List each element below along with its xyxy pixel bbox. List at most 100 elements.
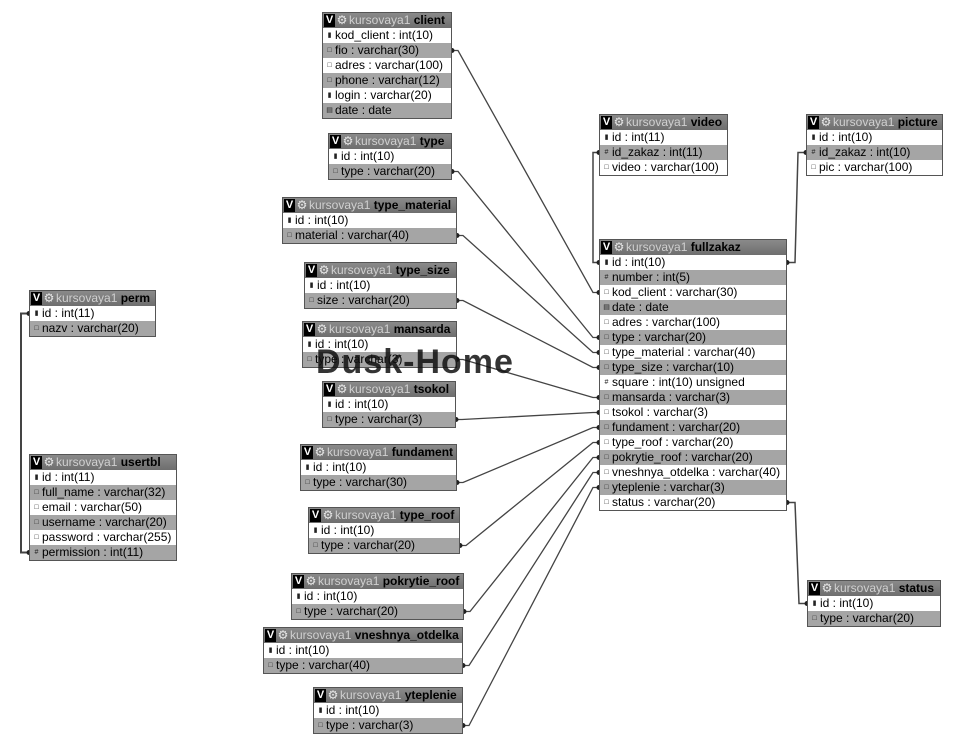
field-row[interactable]: □adres : varchar(100) bbox=[600, 315, 786, 330]
table-header[interactable]: V⚙kursovaya1 mansarda bbox=[303, 322, 456, 337]
gear-icon[interactable]: ⚙ bbox=[43, 455, 55, 469]
field-row[interactable]: ▮id : int(10) bbox=[314, 703, 462, 718]
collapse-toggle-icon[interactable]: V bbox=[601, 116, 612, 129]
collapse-toggle-icon[interactable]: V bbox=[293, 575, 304, 588]
field-row[interactable]: □type : varchar(20) bbox=[309, 538, 459, 553]
table-header[interactable]: V⚙kursovaya1 type_size bbox=[305, 263, 456, 278]
field-row[interactable]: □type : varchar(20) bbox=[292, 604, 463, 619]
collapse-toggle-icon[interactable]: V bbox=[31, 292, 42, 305]
field-row[interactable]: ▮id : int(10) bbox=[303, 337, 456, 352]
collapse-toggle-icon[interactable]: V bbox=[601, 241, 612, 254]
gear-icon[interactable]: ⚙ bbox=[322, 508, 334, 522]
table-client[interactable]: V⚙kursovaya1 client▮kod_client : int(10)… bbox=[322, 12, 452, 119]
field-row[interactable]: ▮id : int(11) bbox=[600, 130, 727, 145]
gear-icon[interactable]: ⚙ bbox=[327, 688, 339, 702]
table-video[interactable]: V⚙kursovaya1 video▮id : int(11)#id_zakaz… bbox=[599, 114, 728, 176]
table-header[interactable]: V⚙kursovaya1 client bbox=[323, 13, 451, 28]
table-header[interactable]: V⚙kursovaya1 type bbox=[329, 134, 451, 149]
gear-icon[interactable]: ⚙ bbox=[820, 115, 832, 129]
field-row[interactable]: □type_size : varchar(10) bbox=[600, 360, 786, 375]
field-row[interactable]: □type : varchar(20) bbox=[329, 164, 451, 179]
table-type[interactable]: V⚙kursovaya1 type▮id : int(10)□type : va… bbox=[328, 133, 452, 180]
gear-icon[interactable]: ⚙ bbox=[613, 115, 625, 129]
gear-icon[interactable]: ⚙ bbox=[336, 382, 348, 396]
field-row[interactable]: □status : varchar(20) bbox=[600, 495, 786, 510]
field-row[interactable]: □vneshnya_otdelka : varchar(40) bbox=[600, 465, 786, 480]
field-row[interactable]: ▮id : int(10) bbox=[292, 589, 463, 604]
field-row[interactable]: □type_material : varchar(40) bbox=[600, 345, 786, 360]
field-row[interactable]: ▮id : int(10) bbox=[323, 397, 455, 412]
field-row[interactable]: □full_name : varchar(32) bbox=[30, 485, 176, 500]
table-fullzakaz[interactable]: V⚙kursovaya1 fullzakaz▮id : int(10)#numb… bbox=[599, 239, 787, 511]
field-row[interactable]: ▮id : int(10) bbox=[329, 149, 451, 164]
field-row[interactable]: □material : varchar(40) bbox=[283, 228, 456, 243]
field-row[interactable]: ▮id : int(10) bbox=[808, 596, 940, 611]
collapse-toggle-icon[interactable]: V bbox=[310, 509, 321, 522]
field-row[interactable]: □fundament : varchar(20) bbox=[600, 420, 786, 435]
table-vneshnya-otdelka[interactable]: V⚙kursovaya1 vneshnya_otdelka▮id : int(1… bbox=[263, 627, 463, 674]
gear-icon[interactable]: ⚙ bbox=[296, 198, 308, 212]
field-row[interactable]: □username : varchar(20) bbox=[30, 515, 176, 530]
collapse-toggle-icon[interactable]: V bbox=[324, 14, 335, 27]
collapse-toggle-icon[interactable]: V bbox=[315, 689, 326, 702]
field-row[interactable]: ▮id : int(10) bbox=[301, 460, 456, 475]
field-row[interactable]: ▤date : date bbox=[323, 103, 451, 118]
field-row[interactable]: □pokrytie_roof : varchar(20) bbox=[600, 450, 786, 465]
field-row[interactable]: □phone : varchar(12) bbox=[323, 73, 451, 88]
table-header[interactable]: V⚙kursovaya1 type_roof bbox=[309, 508, 459, 523]
table-tsokol[interactable]: V⚙kursovaya1 tsokol▮id : int(10)□type : … bbox=[322, 381, 456, 428]
field-row[interactable]: ▮id : int(10) bbox=[305, 278, 456, 293]
gear-icon[interactable]: ⚙ bbox=[316, 322, 328, 336]
table-perm[interactable]: V⚙kursovaya1 perm▮id : int(11)□nazv : va… bbox=[29, 290, 156, 337]
field-row[interactable]: □fio : varchar(30) bbox=[323, 43, 451, 58]
gear-icon[interactable]: ⚙ bbox=[342, 134, 354, 148]
collapse-toggle-icon[interactable]: V bbox=[31, 456, 42, 469]
field-row[interactable]: ▮login : varchar(20) bbox=[323, 88, 451, 103]
table-header[interactable]: V⚙kursovaya1 type_material bbox=[283, 198, 456, 213]
field-row[interactable]: #permission : int(11) bbox=[30, 545, 176, 560]
table-header[interactable]: V⚙kursovaya1 fundament bbox=[301, 445, 456, 460]
table-header[interactable]: V⚙kursovaya1 picture bbox=[807, 115, 942, 130]
table-header[interactable]: V⚙kursovaya1 pokrytie_roof bbox=[292, 574, 463, 589]
collapse-toggle-icon[interactable]: V bbox=[808, 116, 819, 129]
field-row[interactable]: ▮id : int(11) bbox=[30, 470, 176, 485]
table-header[interactable]: V⚙kursovaya1 status bbox=[808, 581, 940, 596]
field-row[interactable]: #id_zakaz : int(11) bbox=[600, 145, 727, 160]
field-row[interactable]: □video : varchar(100) bbox=[600, 160, 727, 175]
table-header[interactable]: V⚙kursovaya1 tsokol bbox=[323, 382, 455, 397]
field-row[interactable]: □type : varchar(20) bbox=[600, 330, 786, 345]
field-row[interactable]: #number : int(5) bbox=[600, 270, 786, 285]
collapse-toggle-icon[interactable]: V bbox=[809, 582, 820, 595]
field-row[interactable]: □kod_client : varchar(30) bbox=[600, 285, 786, 300]
gear-icon[interactable]: ⚙ bbox=[318, 263, 330, 277]
table-header[interactable]: V⚙kursovaya1 vneshnya_otdelka bbox=[264, 628, 462, 643]
field-row[interactable]: □type : varchar(3) bbox=[303, 352, 456, 367]
gear-icon[interactable]: ⚙ bbox=[314, 445, 326, 459]
field-row[interactable]: #id_zakaz : int(10) bbox=[807, 145, 942, 160]
field-row[interactable]: □type : varchar(3) bbox=[323, 412, 455, 427]
field-row[interactable]: □type : varchar(40) bbox=[264, 658, 462, 673]
field-row[interactable]: □nazv : varchar(20) bbox=[30, 321, 155, 336]
field-row[interactable]: □type : varchar(3) bbox=[314, 718, 462, 733]
collapse-toggle-icon[interactable]: V bbox=[284, 199, 295, 212]
field-row[interactable]: □size : varchar(20) bbox=[305, 293, 456, 308]
table-status[interactable]: V⚙kursovaya1 status▮id : int(10)□type : … bbox=[807, 580, 941, 627]
table-type-roof[interactable]: V⚙kursovaya1 type_roof▮id : int(10)□type… bbox=[308, 507, 460, 554]
collapse-toggle-icon[interactable]: V bbox=[265, 629, 276, 642]
gear-icon[interactable]: ⚙ bbox=[821, 581, 833, 595]
gear-icon[interactable]: ⚙ bbox=[43, 291, 55, 305]
table-header[interactable]: V⚙kursovaya1 video bbox=[600, 115, 727, 130]
field-row[interactable]: ▮id : int(10) bbox=[309, 523, 459, 538]
collapse-toggle-icon[interactable]: V bbox=[306, 264, 317, 277]
collapse-toggle-icon[interactable]: V bbox=[302, 446, 313, 459]
table-header[interactable]: V⚙kursovaya1 yteplenie bbox=[314, 688, 462, 703]
table-type-size[interactable]: V⚙kursovaya1 type_size▮id : int(10)□size… bbox=[304, 262, 457, 309]
table-fundament[interactable]: V⚙kursovaya1 fundament▮id : int(10)□type… bbox=[300, 444, 457, 491]
table-yteplenie[interactable]: V⚙kursovaya1 yteplenie▮id : int(10)□type… bbox=[313, 687, 463, 734]
table-header[interactable]: V⚙kursovaya1 fullzakaz bbox=[600, 240, 786, 255]
gear-icon[interactable]: ⚙ bbox=[613, 240, 625, 254]
field-row[interactable]: ▮id : int(10) bbox=[600, 255, 786, 270]
field-row[interactable]: ▮id : int(10) bbox=[264, 643, 462, 658]
collapse-toggle-icon[interactable]: V bbox=[324, 383, 335, 396]
field-row[interactable]: □type : varchar(30) bbox=[301, 475, 456, 490]
